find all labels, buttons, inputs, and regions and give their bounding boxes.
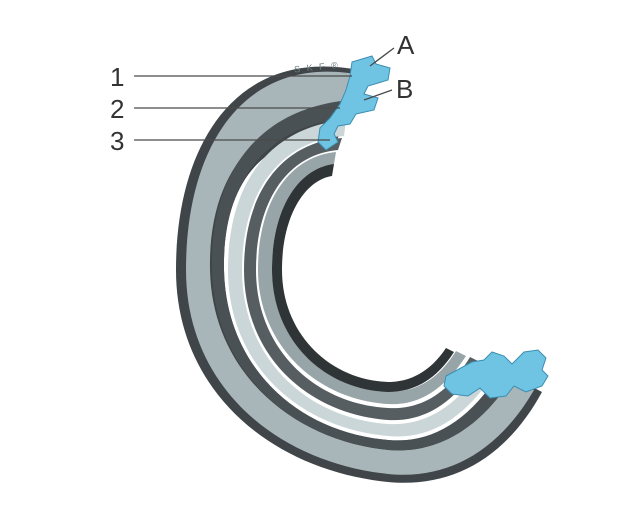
callout-label-1: 1 <box>110 62 124 92</box>
top-section-cut <box>317 55 391 151</box>
seal-inner-rim <box>272 164 454 392</box>
callout-label-b: B <box>396 74 413 104</box>
bottom-section-cut <box>443 349 549 399</box>
seal-brand-mark: S K F ® <box>294 60 340 75</box>
callout-label-2: 2 <box>110 94 124 124</box>
seal-outer-body <box>176 66 542 483</box>
leader-line-a <box>369 47 395 67</box>
callout-label-a: A <box>397 30 415 60</box>
callout-label-3: 3 <box>110 126 124 156</box>
leader-line-b <box>363 89 393 101</box>
seal-outer-face <box>186 71 534 475</box>
